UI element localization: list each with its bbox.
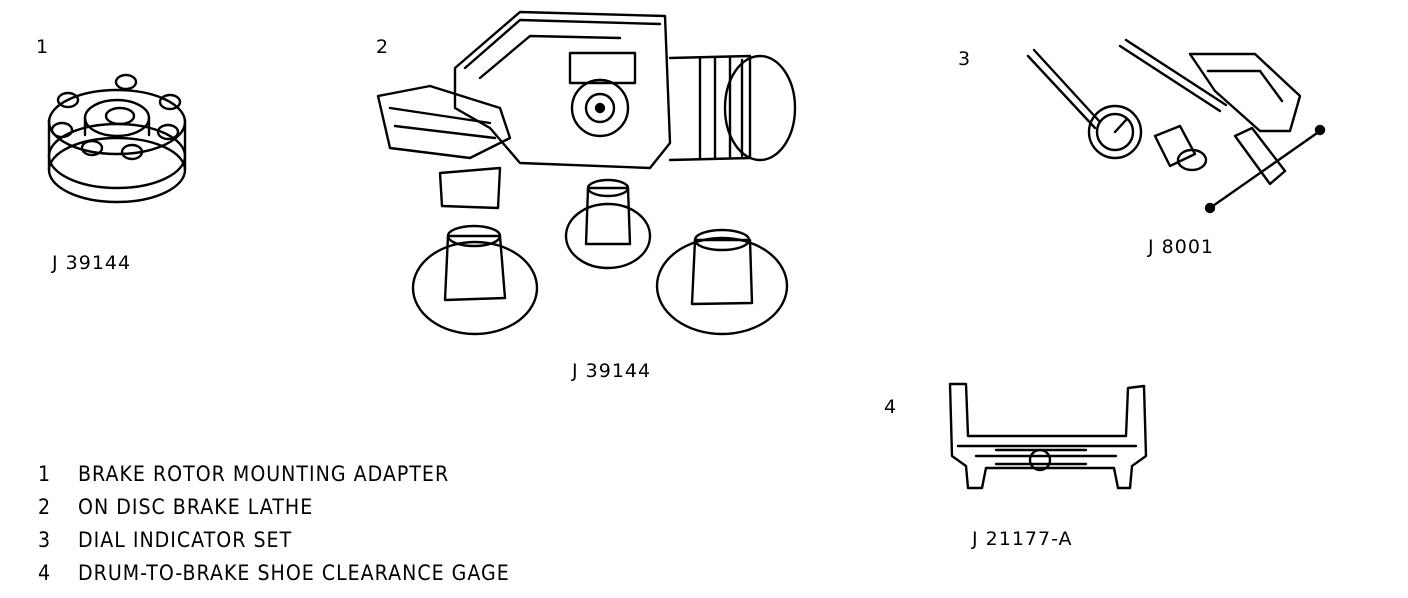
tool-2-number: 2	[376, 36, 389, 58]
legend-text: DIAL INDICATOR SET	[78, 528, 293, 553]
tool-3-number: 3	[958, 48, 971, 70]
legend: 1 BRAKE ROTOR MOUNTING ADAPTER 2 ON DISC B…	[38, 462, 510, 594]
tool-4-part-number: J 21177-A	[972, 528, 1073, 550]
mounting-adapter-drawing	[47, 73, 187, 204]
tool-1-part-number: J 39144	[52, 252, 132, 274]
legend-item: 1 BRAKE ROTOR MOUNTING ADAPTER	[38, 462, 510, 499]
legend-number: 2	[38, 495, 52, 520]
legend-text: DRUM-TO-BRAKE SHOE CLEARANCE GAGE	[78, 561, 510, 586]
clearance-gage-drawing	[948, 382, 1148, 490]
legend-item: 3 DIAL INDICATOR SET	[38, 528, 510, 565]
legend-text: BRAKE ROTOR MOUNTING ADAPTER	[78, 462, 450, 487]
legend-number: 4	[38, 561, 52, 586]
tool-1-number: 1	[36, 36, 49, 58]
tool-4-number: 4	[884, 396, 897, 418]
legend-item: 2 ON DISC BRAKE LATHE	[38, 495, 510, 532]
brake-lathe-drawing	[376, 10, 797, 336]
dial-indicator-set-drawing	[1026, 38, 1326, 214]
legend-number: 1	[38, 462, 52, 487]
tool-3-part-number: J 8001	[1148, 236, 1214, 258]
legend-text: ON DISC BRAKE LATHE	[78, 495, 314, 520]
legend-item: 4 DRUM-TO-BRAKE SHOE CLEARANCE GAGE	[38, 561, 510, 598]
tool-2-part-number: J 39144	[572, 360, 652, 382]
legend-number: 3	[38, 528, 52, 553]
